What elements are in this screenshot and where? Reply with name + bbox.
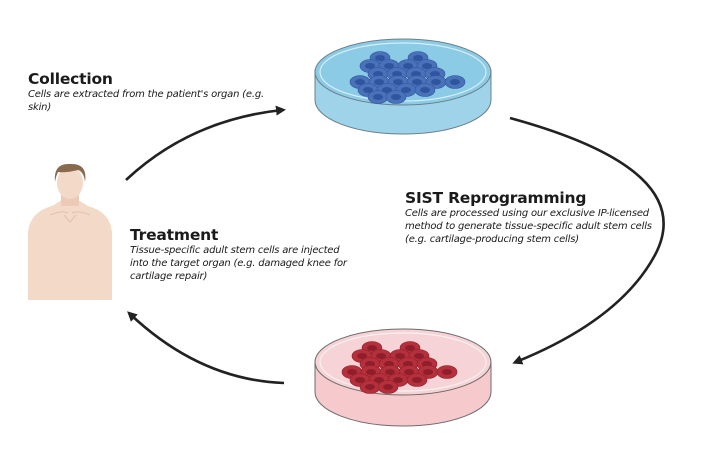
reprogrammed-cell-nucleus [405,345,415,351]
reprogrammed-cell-nucleus [395,353,405,359]
stem-cell-nucleus [355,79,365,85]
reprogrammed-cell-nucleus [376,353,386,359]
reprogrammed-cell-nucleus [404,369,414,375]
stem-cell-nucleus [422,63,432,69]
arrow-collection-to-dish [125,105,286,181]
stem-cell-nucleus [401,87,411,93]
reprogrammed-cell-nucleus [423,369,433,375]
petri-dish-blue-cells-icon [314,38,492,135]
reprogrammed-cell-nucleus [385,369,395,375]
arrow-reprogramming [509,116,665,365]
reprogrammed-cell-nucleus [383,384,393,390]
reprogrammed-cell-nucleus [412,377,422,383]
reprogrammed-cell-nucleus [357,353,367,359]
stem-cell-nucleus [382,87,392,93]
stem-cell-nucleus [393,79,403,85]
reprogrammed-cell-nucleus [393,377,403,383]
arrow-treatment-to-patient [127,311,285,385]
step-reprogramming-description: Cells are processed using our exclusive … [405,208,652,245]
stem-cell-nucleus [384,63,394,69]
stem-cell-nucleus [373,94,383,100]
stem-cell-nucleus [391,94,401,100]
step-treatment: Treatment Tissue-specific adult stem cel… [130,226,360,283]
petri-dish-red-cells-icon [314,328,492,427]
reprogrammed-cell-nucleus [365,384,375,390]
reprogrammed-cell-nucleus [367,345,377,351]
stem-cell-nucleus [374,79,384,85]
reprogrammed-cell-nucleus [374,377,384,383]
stem-cell-nucleus [403,63,413,69]
stem-cell-nucleus [363,87,373,93]
step-collection-title: Collection [28,70,113,88]
step-treatment-description: Tissue-specific adult stem cells are inj… [130,245,347,282]
step-reprogramming-title: SIST Reprogramming [405,189,587,207]
human-patient-icon [28,163,112,300]
stem-cell-nucleus [413,55,423,61]
stem-cell-nucleus [420,87,430,93]
reprogrammed-cell-nucleus [366,369,376,375]
reprogrammed-cell-nucleus [414,353,424,359]
step-collection-description: Cells are extracted from the patient's o… [28,89,264,113]
stem-cell-nucleus [375,55,385,61]
reprogrammed-cell-nucleus [347,369,357,375]
step-treatment-title: Treatment [130,226,219,244]
step-collection: Collection Cells are extracted from the … [28,70,268,114]
stem-cell-nucleus [365,63,375,69]
reprogrammed-cell-nucleus [355,377,365,383]
stem-cell-nucleus [412,79,422,85]
reprogrammed-cell-nucleus [442,369,452,375]
stem-cell-nucleus [450,79,460,85]
step-reprogramming: SIST Reprogramming Cells are processed u… [405,189,665,246]
stem-cell-nucleus [431,79,441,85]
